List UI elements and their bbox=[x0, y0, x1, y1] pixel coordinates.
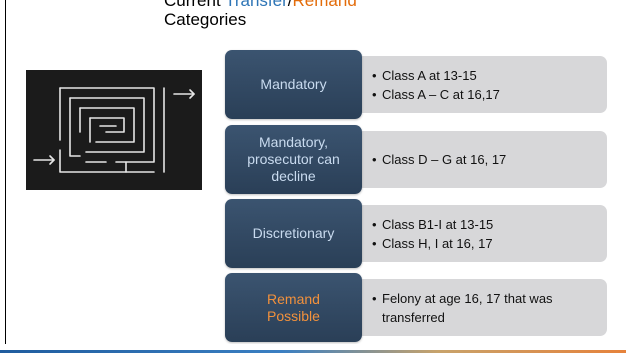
bullet-item: •Felony at age 16, 17 that was transferr… bbox=[372, 289, 607, 327]
bullet-panel: •Class A at 13-15 •Class A – C at 16,17 bbox=[362, 56, 607, 113]
title-word-current: Current bbox=[164, 0, 221, 10]
bullet-item: •Class A – C at 16,17 bbox=[372, 86, 500, 102]
category-box: Mandatory bbox=[225, 50, 362, 119]
bottom-accent-line bbox=[0, 350, 626, 353]
bullet-item: •Class D – G at 16, 17 bbox=[372, 152, 507, 167]
bullet-panel: •Class B1-I at 13-15 •Class H, I at 16, … bbox=[362, 205, 607, 262]
category-box: Mandatory, prosecutor can decline bbox=[225, 125, 362, 194]
maze-image bbox=[26, 70, 202, 190]
category-label-line: decline bbox=[271, 168, 316, 184]
bullet-item: •Class A at 13-15 bbox=[372, 67, 477, 83]
bullet-text: Felony at age 16, 17 that was transferre… bbox=[382, 290, 553, 325]
slide-title: Current Transfer/Remand Categories bbox=[164, 0, 464, 29]
category-label-line: prosecutor can bbox=[247, 151, 340, 167]
bullet-panel: •Felony at age 16, 17 that was transferr… bbox=[362, 279, 607, 336]
category-label-line: Possible bbox=[267, 307, 320, 324]
bullet-text: Class H, I at 16, 17 bbox=[382, 235, 493, 251]
title-word-transfer: Transfer bbox=[225, 0, 288, 10]
category-label: Mandatory bbox=[260, 76, 327, 92]
maze-icon bbox=[33, 87, 195, 173]
bullet-text: Class A – C at 16,17 bbox=[382, 86, 500, 102]
title-separator: / bbox=[287, 0, 293, 10]
title-line-2: Categories bbox=[164, 10, 247, 29]
bullet-item: •Class H, I at 16, 17 bbox=[372, 235, 493, 251]
bullet-text: Class D – G at 16, 17 bbox=[382, 152, 507, 167]
slide: Current Transfer/Remand Categories bbox=[5, 0, 626, 344]
bullet-panel: •Class D – G at 16, 17 bbox=[362, 131, 607, 188]
bullet-text: Class B1-I at 13-15 bbox=[382, 216, 494, 232]
title-word-remand: Remand bbox=[292, 0, 357, 10]
title-line-1: Current Transfer/Remand bbox=[164, 0, 464, 10]
category-box: Remand Possible bbox=[225, 273, 362, 342]
bullet-item: •Class B1-I at 13-15 bbox=[372, 216, 494, 232]
category-label: Discretionary bbox=[252, 225, 335, 241]
category-label-line: Remand bbox=[267, 290, 320, 307]
category-box: Discretionary bbox=[225, 199, 362, 268]
category-label-line: Mandatory, bbox=[259, 134, 328, 150]
bullet-text: Class A at 13-15 bbox=[382, 67, 477, 83]
